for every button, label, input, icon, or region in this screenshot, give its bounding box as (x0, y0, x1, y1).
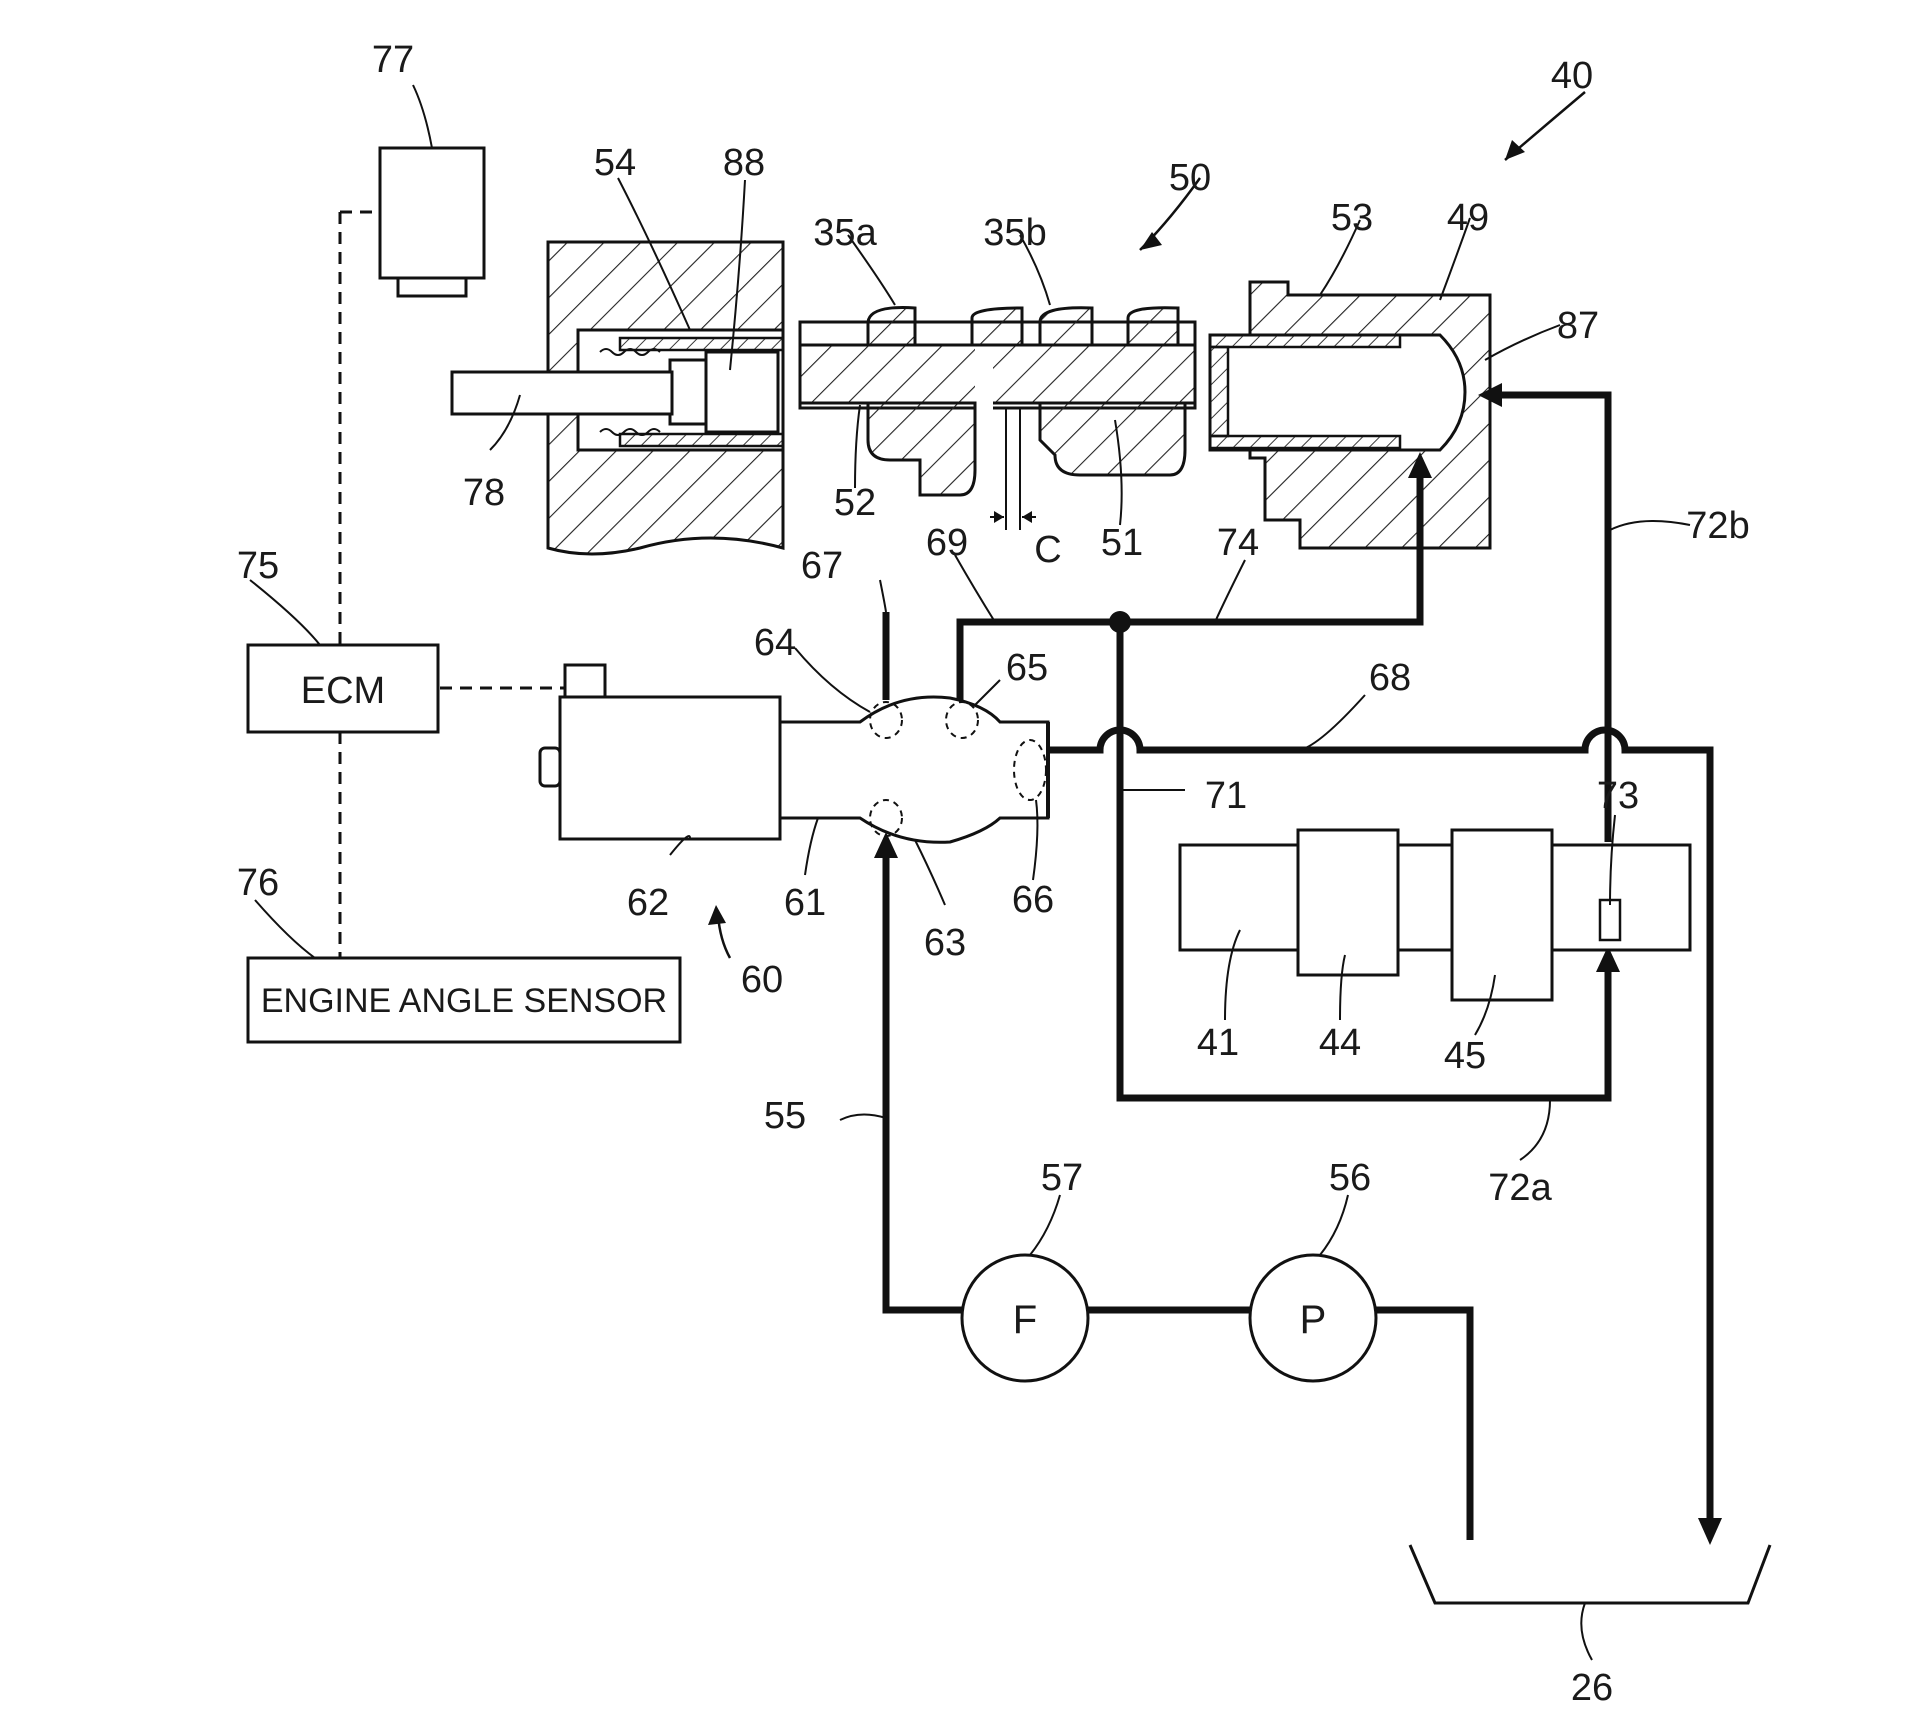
engine-angle-sensor-label: ENGINE ANGLE SENSOR (261, 982, 667, 1020)
oil-control-valve (538, 663, 1050, 844)
engine-angle-sensor: ENGINE ANGLE SENSOR (246, 956, 682, 1044)
label-68: 68 (1369, 657, 1411, 699)
label-87: 87 (1557, 305, 1599, 347)
left-housing (450, 240, 785, 556)
label-26: 26 (1571, 1667, 1613, 1709)
label-72a: 72a (1488, 1167, 1552, 1209)
flow-arrows (874, 383, 1722, 1545)
signal-lines (338, 210, 565, 958)
label-41: 41 (1197, 1022, 1239, 1064)
label-72b: 72b (1686, 505, 1749, 547)
label-63: 63 (924, 922, 966, 964)
label-56: 56 (1329, 1157, 1371, 1199)
label-65: 65 (1006, 647, 1048, 689)
pump: P (1248, 1253, 1378, 1383)
right-housing (1208, 280, 1492, 550)
oil-passages (882, 391, 1714, 1540)
reference-numerals: 77 54 88 35a 35b 50 53 49 40 87 78 52 C … (237, 39, 1750, 1709)
label-75: 75 (237, 545, 279, 587)
label-66: 66 (1012, 879, 1054, 921)
label-40: 40 (1551, 55, 1593, 97)
label-62: 62 (627, 882, 669, 924)
ecm: ECM (246, 643, 440, 734)
camshaft (798, 306, 1197, 530)
label-77: 77 (372, 39, 414, 81)
label-61: 61 (784, 882, 826, 924)
label-35b: 35b (983, 212, 1046, 254)
label-45: 45 (1444, 1035, 1486, 1077)
filter: F (960, 1253, 1090, 1383)
label-52: 52 (834, 482, 876, 524)
label-73: 73 (1597, 775, 1639, 817)
label-78: 78 (463, 472, 505, 514)
cam-phaser-block (1178, 828, 1692, 1002)
label-88: 88 (723, 142, 765, 184)
label-49: 49 (1447, 197, 1489, 239)
label-74: 74 (1217, 522, 1259, 564)
label-50: 50 (1169, 157, 1211, 199)
label-60: 60 (741, 959, 783, 1001)
label-67: 67 (801, 545, 843, 587)
pump-symbol: P (1300, 1298, 1327, 1342)
label-55: 55 (764, 1095, 806, 1137)
label-53: 53 (1331, 197, 1373, 239)
label-76: 76 (237, 862, 279, 904)
label-71: 71 (1205, 775, 1247, 817)
ecm-label: ECM (301, 670, 385, 712)
label-54: 54 (594, 142, 636, 184)
label-57: 57 (1041, 1157, 1083, 1199)
label-C: C (1034, 529, 1061, 571)
label-35a: 35a (813, 212, 877, 254)
label-64: 64 (754, 622, 796, 664)
oil-pan (1408, 1544, 1772, 1605)
label-44: 44 (1319, 1022, 1361, 1064)
label-69: 69 (926, 522, 968, 564)
label-51: 51 (1101, 522, 1143, 564)
component-77 (378, 146, 486, 298)
filter-symbol: F (1013, 1298, 1037, 1342)
